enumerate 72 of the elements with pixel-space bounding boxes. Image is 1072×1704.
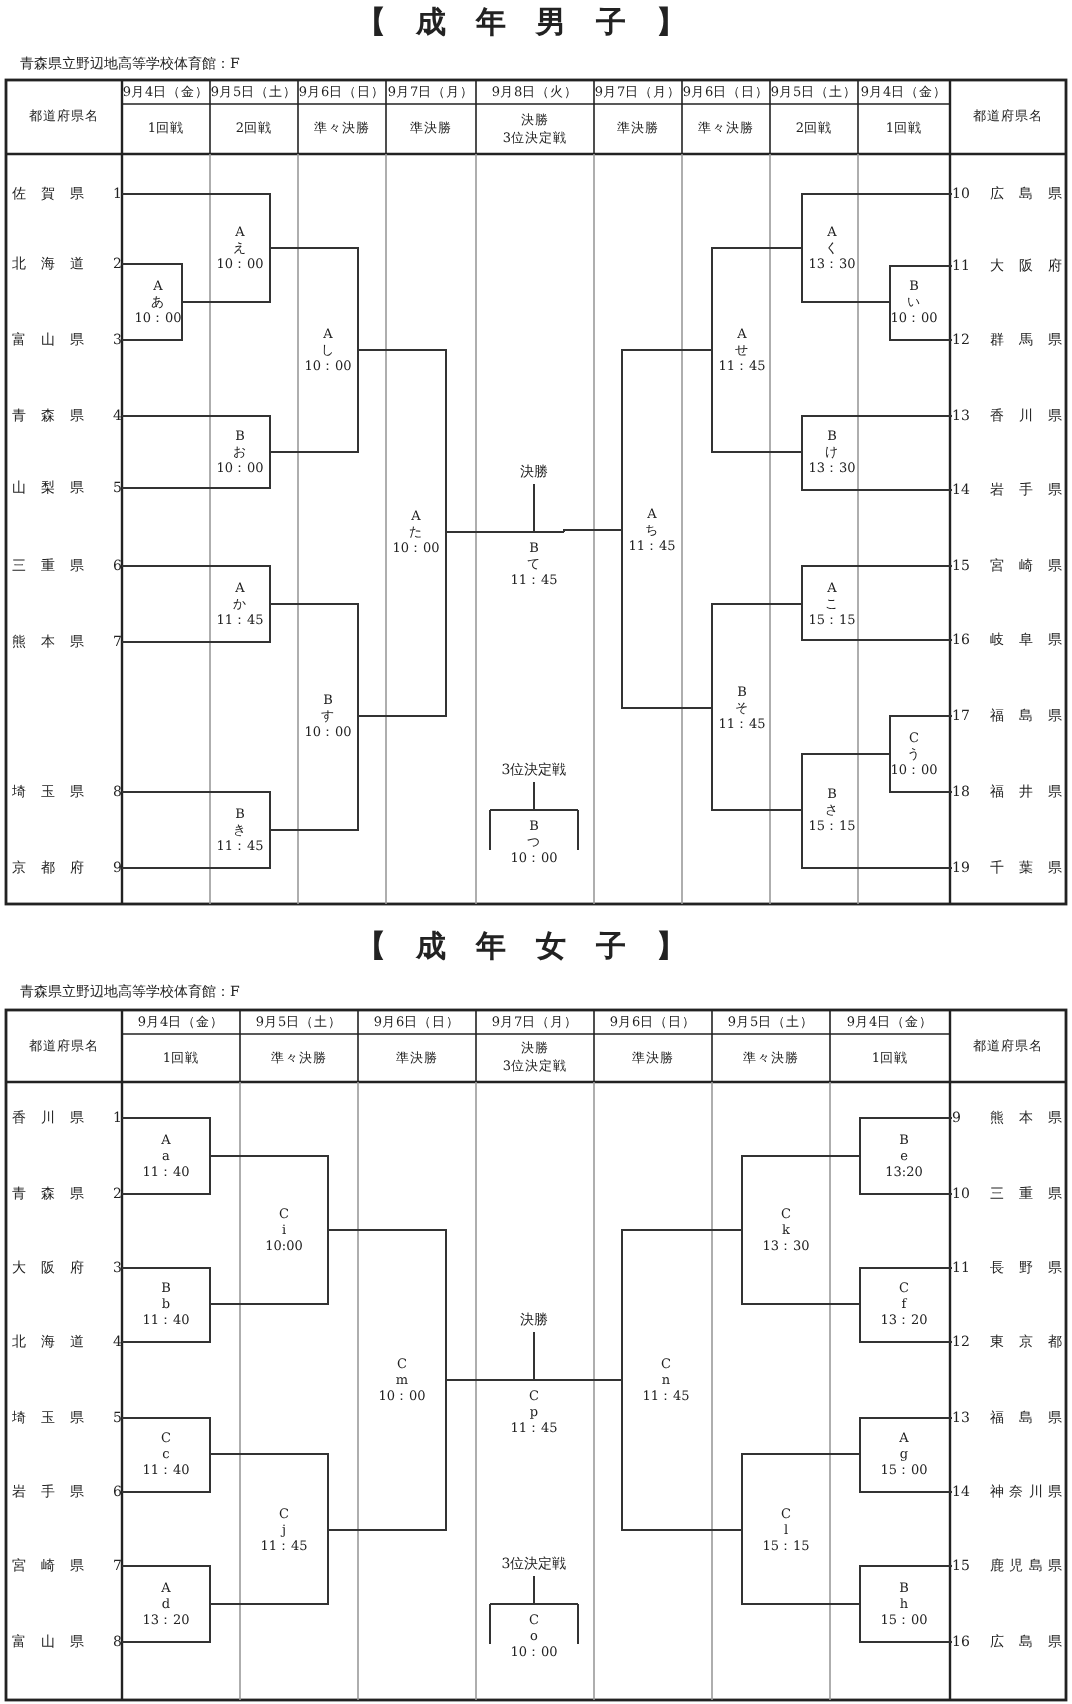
bracket-line bbox=[269, 349, 359, 453]
bracket-line bbox=[445, 531, 505, 533]
bracket-line bbox=[269, 603, 359, 717]
bracket-line bbox=[741, 1155, 861, 1231]
bracket-line bbox=[357, 349, 447, 533]
bracket-line bbox=[209, 1529, 329, 1605]
bracket-line bbox=[801, 415, 953, 453]
bracket-line bbox=[563, 529, 623, 533]
bracket-line bbox=[801, 193, 953, 249]
bracket-line bbox=[859, 1453, 953, 1493]
bracket-line bbox=[801, 809, 953, 869]
bracket-line bbox=[801, 753, 891, 811]
bracket-line bbox=[269, 715, 359, 831]
bracket-line bbox=[621, 1379, 743, 1531]
bracket-line bbox=[121, 829, 271, 869]
bracket-line bbox=[801, 603, 953, 641]
bracket-line bbox=[121, 451, 271, 489]
bracket-line bbox=[489, 1603, 491, 1645]
bracket-line bbox=[577, 1603, 579, 1645]
bracket-line bbox=[889, 715, 953, 755]
bracket-line bbox=[121, 791, 271, 831]
bracket-line bbox=[327, 1229, 447, 1381]
bracket-line bbox=[121, 1303, 211, 1343]
bracket-line bbox=[801, 451, 953, 491]
bracket-line bbox=[711, 603, 803, 709]
bracket-line bbox=[621, 349, 713, 531]
bracket-line bbox=[859, 1117, 953, 1157]
bracket-line bbox=[859, 1303, 953, 1343]
bracket-line bbox=[711, 349, 803, 453]
bracket-line bbox=[563, 1379, 623, 1381]
section-title: 【成年男子】 bbox=[356, 4, 716, 40]
bracket-line bbox=[327, 1379, 447, 1531]
bracket-line bbox=[269, 247, 359, 351]
bracket-line bbox=[859, 1565, 953, 1605]
bracket-line bbox=[121, 1117, 211, 1157]
bracket-line bbox=[121, 263, 183, 303]
bracket-line bbox=[621, 1229, 743, 1381]
bracket-line bbox=[801, 565, 953, 605]
bracket-line bbox=[121, 1267, 211, 1305]
bracket-line bbox=[489, 809, 491, 851]
bracket-line bbox=[889, 753, 953, 793]
bracket-line bbox=[357, 531, 447, 717]
bracket-line bbox=[889, 301, 953, 341]
bracket-line bbox=[121, 1417, 211, 1455]
bracket-line bbox=[121, 603, 271, 643]
bracket-line bbox=[859, 1603, 953, 1643]
bracket-line bbox=[121, 565, 271, 605]
bracket-line bbox=[181, 247, 271, 303]
bracket-line bbox=[121, 1603, 211, 1643]
bracket-line bbox=[741, 1529, 861, 1605]
bracket-line bbox=[121, 1565, 211, 1605]
bracket-line bbox=[859, 1155, 953, 1195]
bracket-line bbox=[577, 809, 579, 851]
bracket-line bbox=[889, 265, 953, 303]
bracket-line bbox=[859, 1417, 953, 1455]
bracket-line bbox=[741, 1229, 861, 1305]
bracket-line bbox=[209, 1155, 329, 1231]
bracket-line bbox=[121, 1453, 211, 1493]
bracket-line bbox=[445, 1379, 505, 1381]
section-title: 【成年女子】 bbox=[356, 928, 716, 964]
bracket-line bbox=[621, 529, 713, 709]
bracket-line bbox=[741, 1453, 861, 1531]
bracket-line bbox=[209, 1229, 329, 1305]
bracket-line bbox=[121, 193, 271, 249]
bracket-line bbox=[859, 1267, 953, 1305]
bracket-line bbox=[711, 247, 803, 351]
bracket-line bbox=[121, 1155, 211, 1195]
bracket-line bbox=[801, 247, 891, 303]
bracket-line bbox=[711, 707, 803, 811]
bracket-line bbox=[209, 1453, 329, 1531]
bracket-line bbox=[121, 301, 183, 341]
bracket-line bbox=[121, 415, 271, 453]
